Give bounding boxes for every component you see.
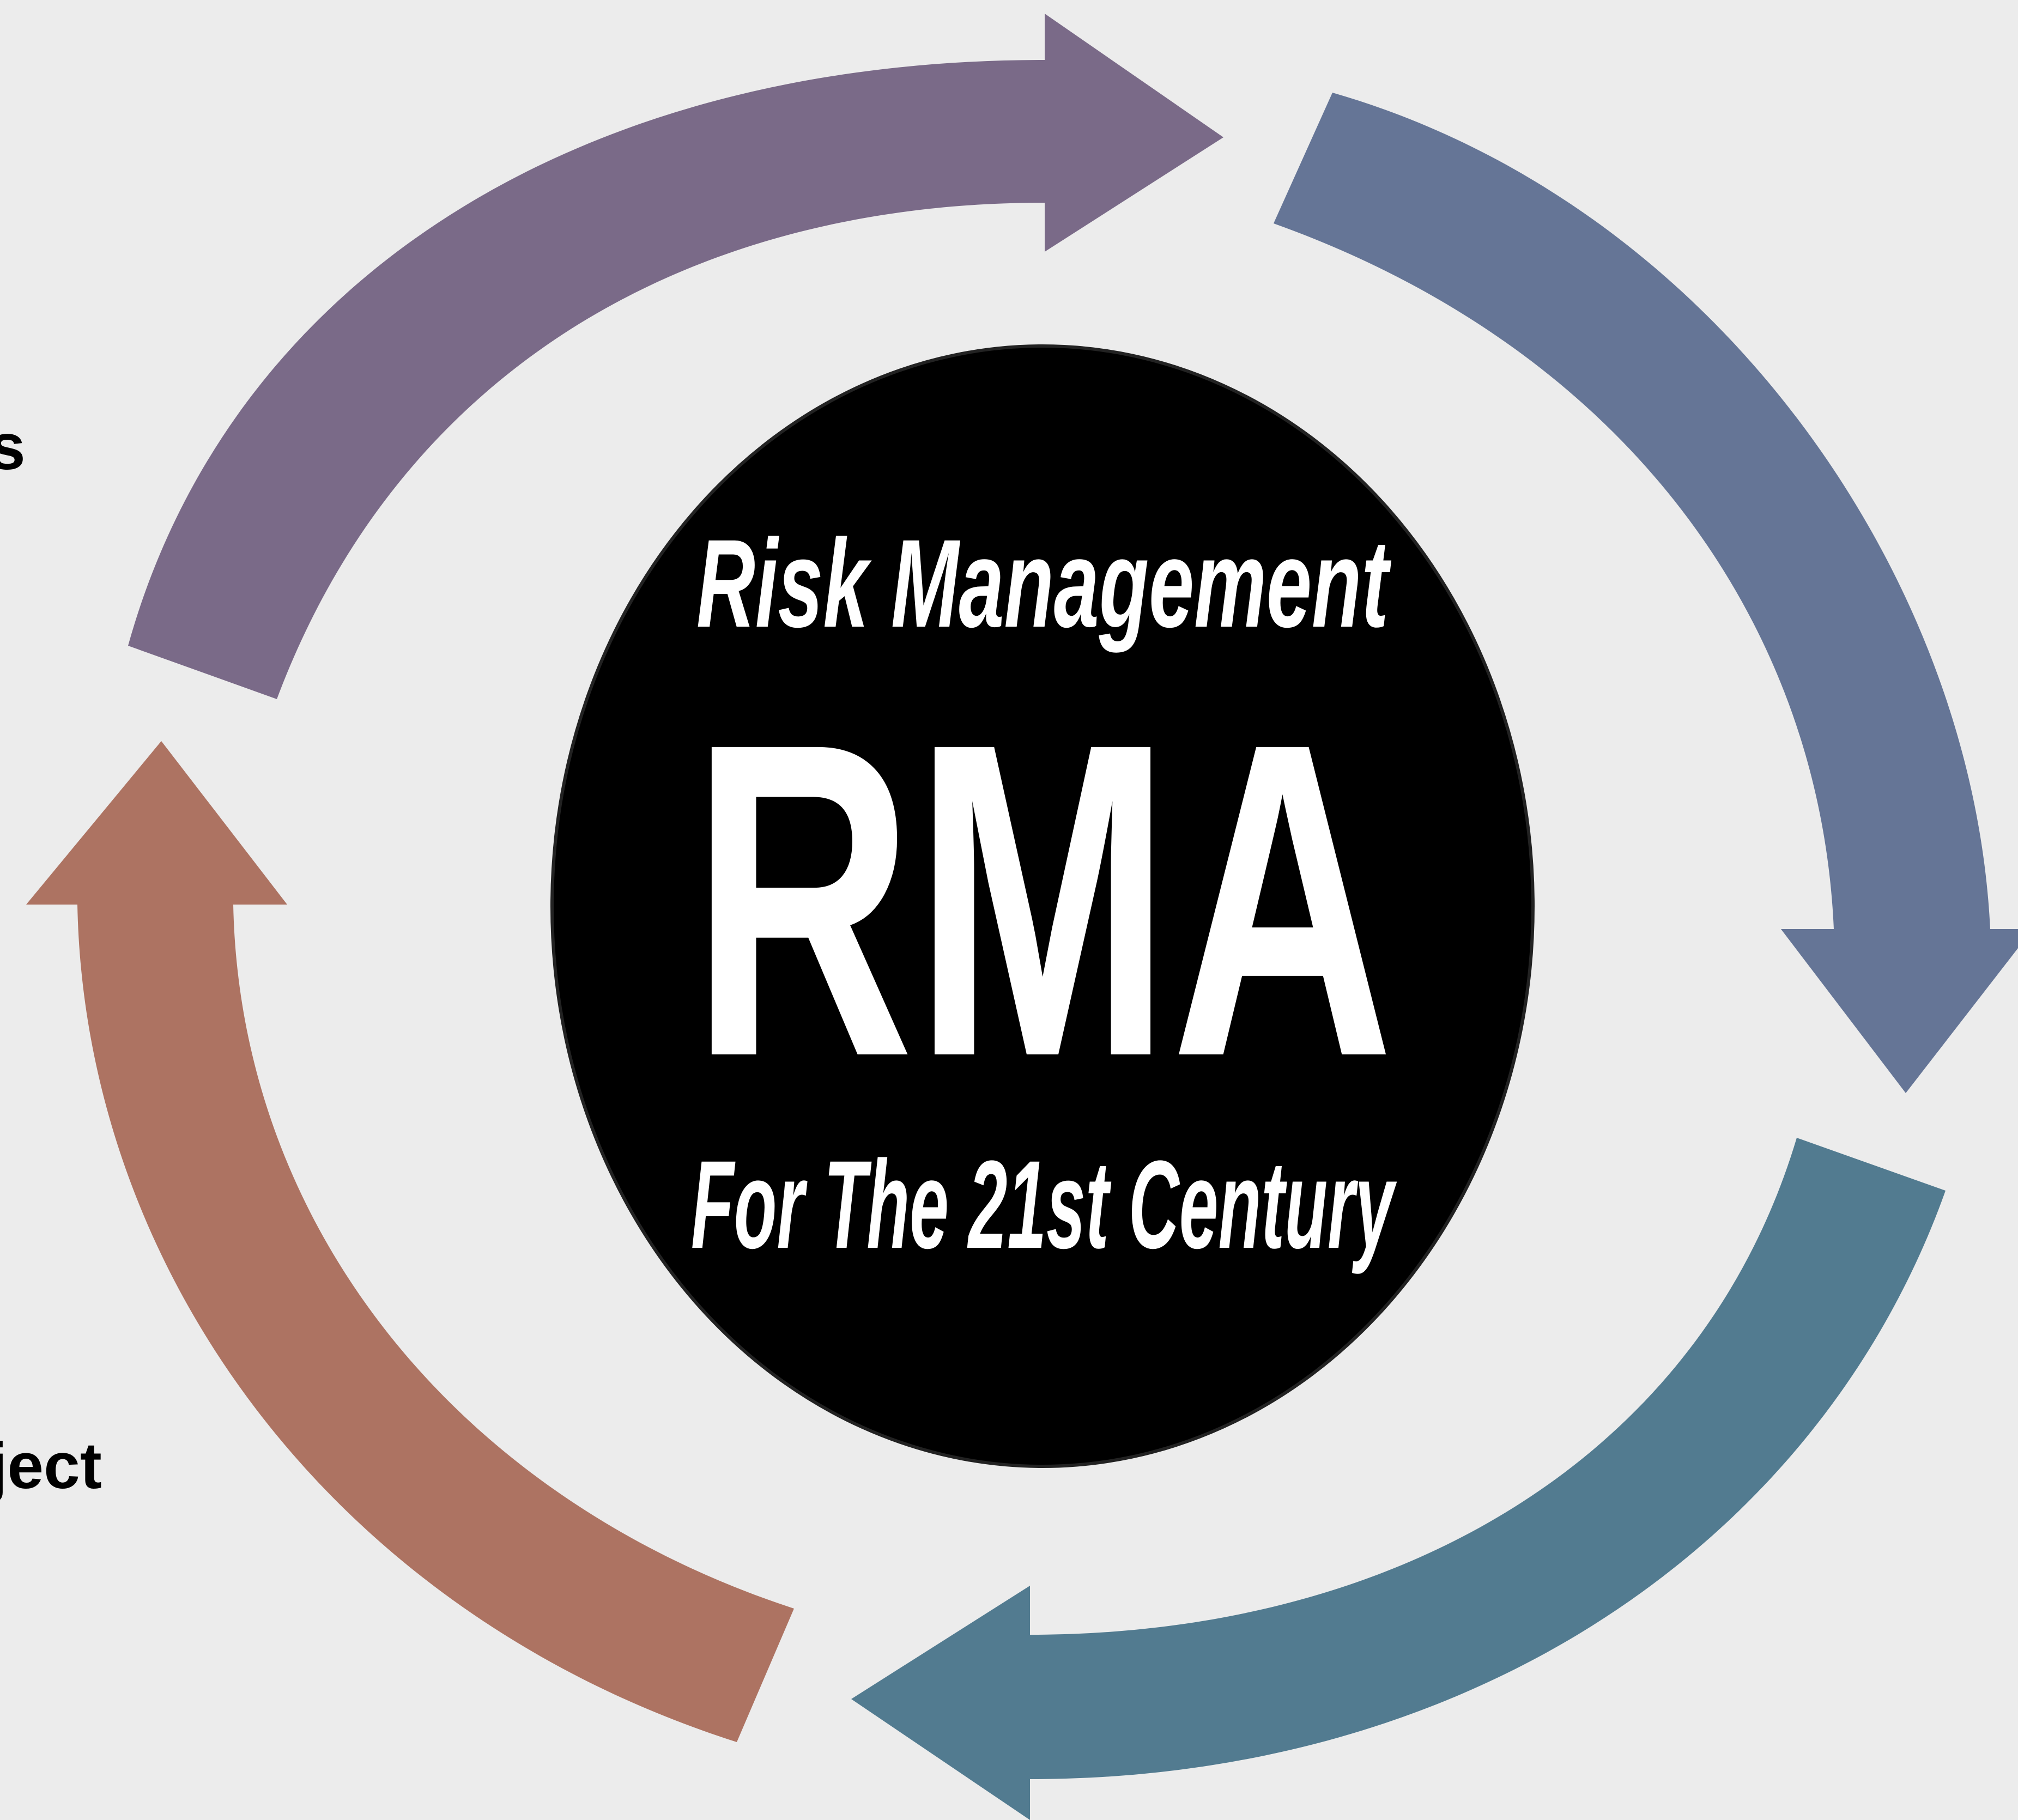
cycle-arrow-top-right [1274,93,2018,1093]
center-bottom-text: For The 21st Century [691,1135,1397,1275]
center-top-text: Risk Management [696,513,1391,653]
cycle-arrow-bottom-left [26,741,794,1742]
cycle-arrow-top-left [128,14,1223,699]
center-circle [550,344,1535,1468]
center-main-text: RMA [691,650,1394,1149]
side-label-bottom: ject [0,1429,102,1502]
cycle-arrow-bottom-right [851,1138,1946,1820]
side-label-top: s [0,410,26,483]
